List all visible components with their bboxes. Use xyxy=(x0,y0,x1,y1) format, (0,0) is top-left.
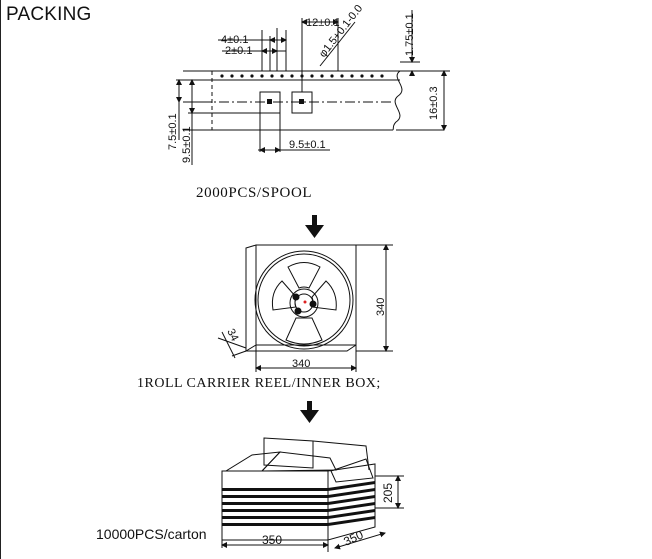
left-border-line xyxy=(0,0,1,559)
reel-inner-box xyxy=(217,244,393,372)
box-height-label: 340 xyxy=(375,298,387,316)
inner-box-front xyxy=(255,244,357,346)
dim-1-75: 1.75±0.1 xyxy=(404,13,416,56)
spool-quantity-label: 2000PCS/SPOOL xyxy=(196,185,313,201)
dim-12-pitch: 12±0.1 xyxy=(306,17,340,29)
down-arrow-icon xyxy=(305,215,324,238)
hole-leader xyxy=(319,21,356,67)
dim-7-5: 7.5±0.1 xyxy=(167,113,179,150)
down-arrow-icon xyxy=(300,401,319,423)
dim-16-width: 16±0.3 xyxy=(428,86,440,120)
reel-outer-rim xyxy=(254,250,354,350)
inner-box-label: 1ROLL CARRIER REEL/INNER BOX; xyxy=(137,376,381,391)
box-depth-label: 34 xyxy=(224,327,240,343)
carton-flap-right xyxy=(330,458,374,483)
tape-right-break xyxy=(392,70,403,131)
reel-hub xyxy=(289,288,319,318)
carrier-tape-drawing xyxy=(176,10,450,165)
inner-box-side xyxy=(245,244,257,352)
dim-2-offset: 2±0.1 xyxy=(225,45,252,57)
box-width-label: 340 xyxy=(292,358,310,370)
carton-stripes xyxy=(222,481,375,526)
dim-4-pitch: 4±0.1 xyxy=(221,34,248,46)
sprocket-holes xyxy=(220,74,384,78)
dim-9-5-vertical: 9.5±0.1 xyxy=(181,126,193,163)
dim-9-5-pocket: 9.5±0.1 xyxy=(289,139,326,151)
carton-front xyxy=(221,470,329,541)
inner-box-bottom xyxy=(246,344,357,352)
shipping-carton xyxy=(221,437,404,552)
page-title: PACKING xyxy=(6,4,92,25)
carton-flap-left xyxy=(224,451,282,472)
carton-length-label: 350 xyxy=(262,533,282,547)
carton-quantity-label: 10000PCS/carton xyxy=(96,526,207,542)
pocket-1 xyxy=(259,91,281,114)
dim-hole-diameter: φ1.5+0.1-0.0 xyxy=(317,3,365,60)
carton-flap-back xyxy=(263,437,314,469)
carton-height-label: 205 xyxy=(381,483,395,503)
